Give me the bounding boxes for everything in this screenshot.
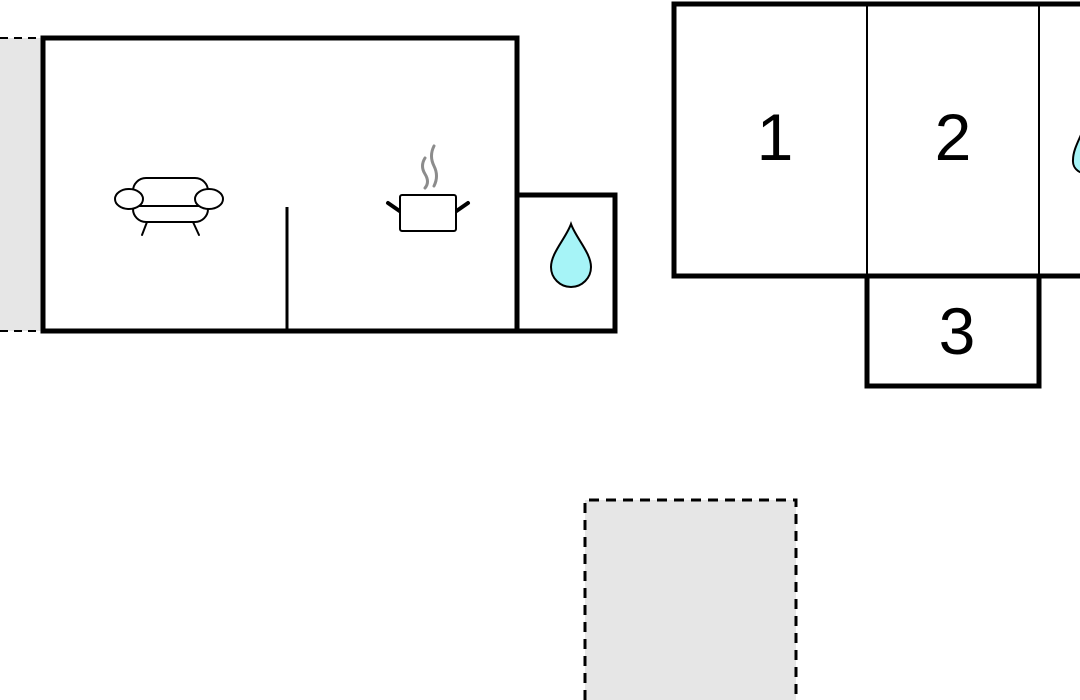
room-label-1: 1	[757, 100, 794, 174]
room-label-3: 3	[939, 294, 976, 368]
bedroom-block	[671, 1, 1080, 389]
living-kitchen-room	[40, 35, 520, 334]
living-kitchen-walls	[40, 35, 520, 334]
terrace-left-fill	[0, 38, 42, 331]
water-drop-icon-right	[1071, 134, 1080, 174]
sofa-icon	[114, 177, 224, 236]
cooking-pot-icon	[386, 144, 470, 232]
bedroom-block-outer-walls	[671, 1, 1080, 279]
bathroom-left-walls	[517, 192, 618, 334]
room-label-2: 2	[935, 100, 972, 174]
bedroom-3-walls	[864, 276, 1042, 389]
terrace-left	[0, 37, 42, 332]
outdoor-area-fill	[585, 500, 796, 700]
bathroom-left	[516, 192, 618, 334]
outdoor-area-border	[583, 498, 798, 700]
water-drop-icon	[549, 221, 593, 288]
outdoor-area	[583, 498, 798, 700]
